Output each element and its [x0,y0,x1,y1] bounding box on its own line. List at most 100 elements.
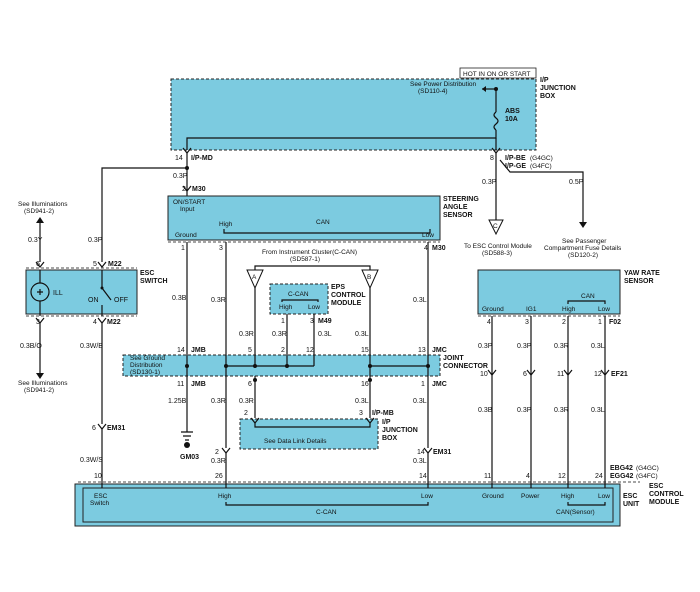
esc-switch-title-1: ESC [140,270,154,277]
power-ref-arrow [482,86,486,92]
wire-label: 0.3P [478,343,493,350]
joint-see-2: Distribution [130,362,163,369]
em31-right-label: EM31 [433,449,451,456]
esc-switch-pin5-connector [97,261,107,268]
sas-m30: M30 [432,245,446,252]
wire-label: 0.3L [591,343,605,350]
esc-unit-ground: Ground [482,493,504,500]
illum-bottom-arrow [36,373,44,379]
eps-low: Low [308,304,320,311]
wire-label: 0.3R [211,398,226,405]
ipmd-label: I/P-MD [191,155,213,162]
esc-unit-switch-2: Switch [90,500,110,507]
esc-module-title-1: ESC [649,483,663,490]
yaw-can: CAN [581,293,595,300]
yaw-pin2: 2 [562,319,566,326]
passenger-ref-3: (SD120-2) [568,252,598,259]
joint-pin-bottom-2: 6 [248,381,252,388]
joint-pin-top-5: 15 [361,347,369,354]
ipmb-pin2: 2 [244,410,248,417]
hot-label-box [459,67,537,79]
wire-label: 0.3R [272,331,287,338]
yaw-title-1: YAW RATE [624,270,660,277]
wire-label: 0.3R [211,297,226,304]
esc-unit-pin-stubs [101,473,606,488]
sas-pin4: 4 [424,245,428,252]
yaw-wires [491,316,606,473]
wire-label: 0.3R [239,398,254,405]
sas-title-3: SENSOR [443,212,473,219]
fuse-symbol [493,111,499,131]
sas-title-2: ANGLE [443,204,468,211]
wire-label: 0.3L [355,331,369,338]
wire-label: 0.3B [478,407,493,414]
junction-dot [368,378,372,382]
eps-m49: M49 [318,318,332,325]
wire-label: 0.3L [413,297,427,304]
sas-ground: Ground [175,232,197,239]
wire-label: 0.3Y [28,237,43,244]
em31-left-label: EM31 [107,425,125,432]
fuse-name: ABS [505,108,520,115]
fuse-rating: 10A [505,116,518,123]
wire-label: 0.3L [413,458,427,465]
ef21-pin2: 6 [523,371,527,378]
esc-unit-pin5: 4 [526,473,530,480]
esc-switch-title-2: SWITCH [140,278,168,285]
sas-low: Low [422,232,434,239]
ip-jb-title-1: I/P [540,77,549,84]
esc-module-title-2: CONTROL [649,491,684,498]
yaw-pin4: 4 [487,319,491,326]
cluster-ref-1: From Instrument Cluster(C-CAN) [262,249,357,256]
ipbe-pin: 8 [490,155,494,162]
sas-pin3: 3 [219,245,223,252]
joint-pin-top-4: 12 [306,347,314,354]
ebg42-label: EBG42 [610,465,633,472]
illum-bottom-1: See Illuminations [18,380,68,387]
esc-control-ref-2: (SD588-3) [482,250,512,257]
wire-label: 0.3P [88,237,103,244]
wire-label: 0.3P [482,179,497,186]
ground-point-icon [184,442,190,448]
wire-label: 0.3L [413,398,427,405]
eps-title-3: MODULE [331,300,362,307]
wire-label: 0.3L [318,331,332,338]
em31-right-pin1: 2 [215,449,219,456]
wire-label: 0.5P [569,179,584,186]
cluster-ref-2: (SD587-1) [290,256,320,263]
esc-switch-m22-bottom: M22 [107,319,121,326]
joint-pin-top-2: 5 [248,347,252,354]
yaw-pin1: 1 [598,319,602,326]
esc-unit-inner-box [82,487,614,523]
esc-switch-pin4: 4 [93,319,97,326]
illum-top-2: (SD941-2) [24,208,54,215]
m30-pin: 2 [182,186,186,193]
wires-to-esc-ccan [225,453,429,473]
joint-jmb-bottom: JMB [191,381,206,388]
ef21-pin1: 10 [480,371,488,378]
ill-label: ILL [53,290,63,297]
sas-can: CAN [316,219,330,226]
ipge-label: I/P-GE [505,163,526,170]
junction-dot [285,364,289,368]
ipmb-title-2: JUNCTION [382,427,418,434]
esc-module-title-3: MODULE [649,499,680,506]
esc-unit-can-sensor: CAN(Sensor) [556,509,595,516]
ipbe-label: I/P-BE [505,155,526,162]
sas-pin1: 1 [181,245,185,252]
esc-unit-pin4: 11 [484,473,491,480]
switch-off: OFF [114,297,128,304]
esc-unit-switch-1: ESC [94,493,108,500]
ip-jb-title-2: JUNCTION [540,85,576,92]
wire-label: 0.3W/B [80,343,103,350]
ipmb-bridge [254,423,371,428]
esc-unit-sensor-low: Low [598,493,610,500]
joint-see-1: See Ground [130,355,165,362]
egg42-label: EGG42 [610,473,633,480]
see-power-1: See Power Distribution [410,81,476,88]
joint-pin-bottom-4: 1 [421,381,425,388]
esc-switch-pin4-connector [97,317,107,324]
wire-feed-esc-switch [101,153,188,262]
